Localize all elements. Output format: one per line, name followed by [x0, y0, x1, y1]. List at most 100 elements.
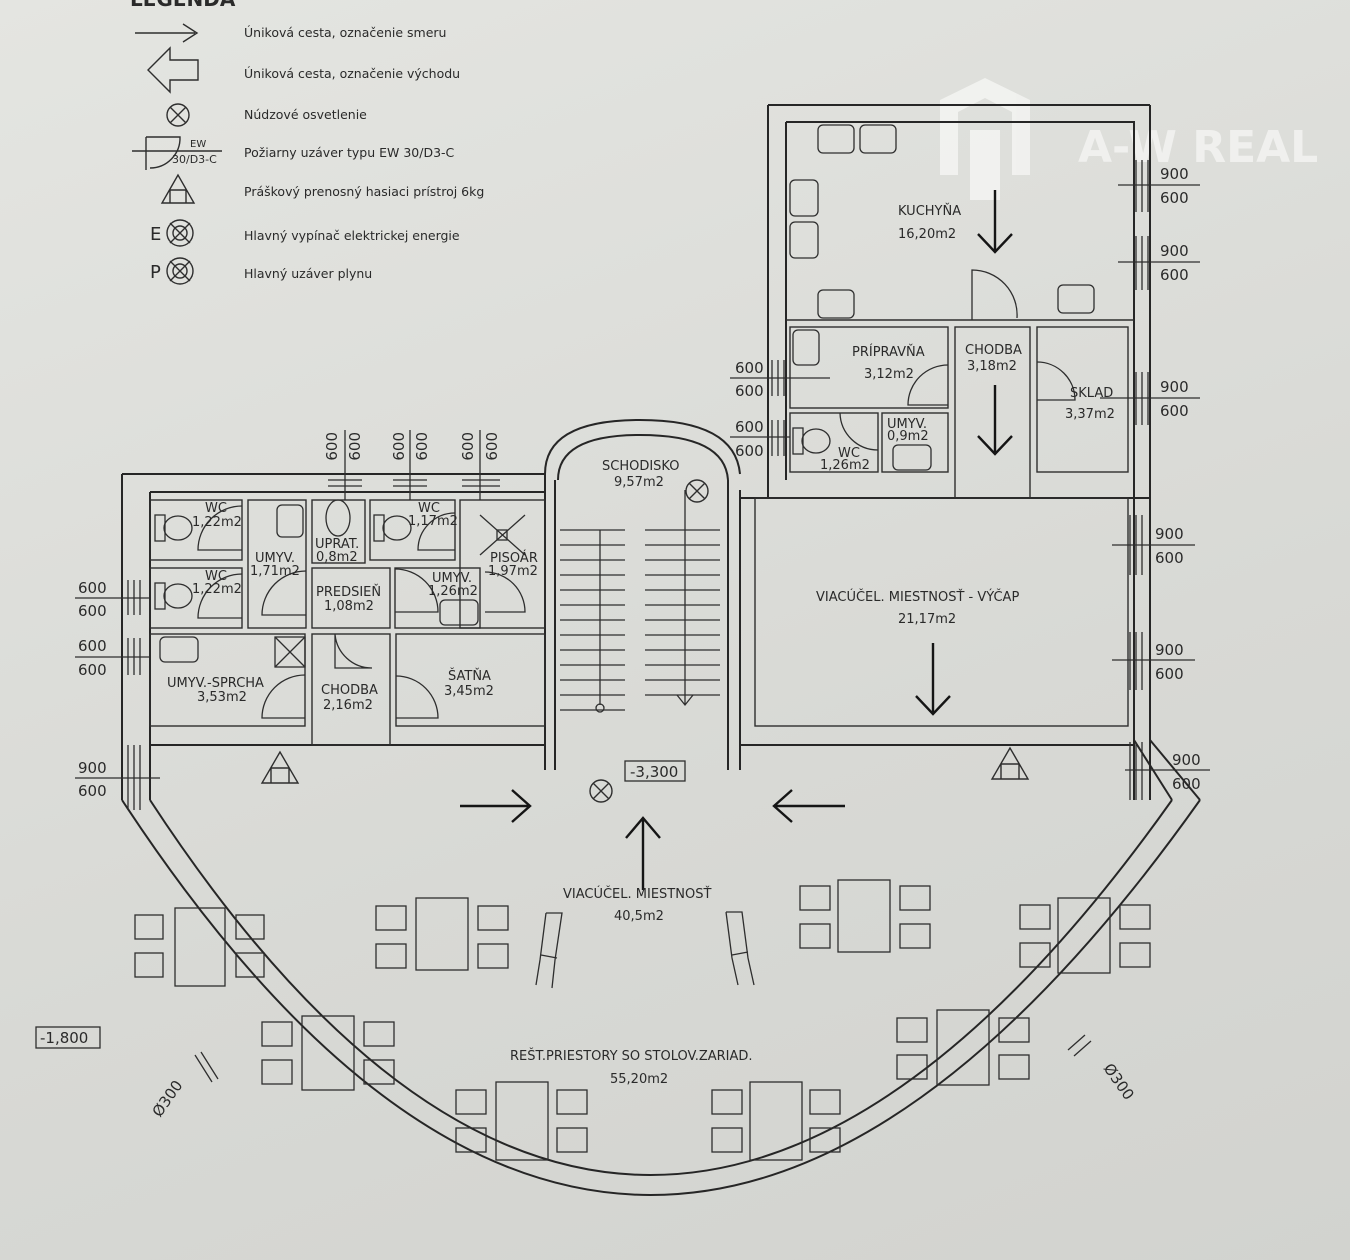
level-marker-floor: -3,300: [624, 760, 686, 782]
room-name: VIACÚČEL. MIESTNOSŤ - VÝČAP: [816, 589, 1019, 605]
dimension-label: 900: [1155, 641, 1184, 659]
mop-sink-icon: [325, 499, 351, 537]
room-area: 3,45m2: [444, 684, 494, 699]
legend-title: LEGENDA: [130, 0, 236, 11]
dimension-label: Ø300: [1100, 1060, 1138, 1103]
legend-item: Požiarny uzáver typu EW 30/D3-C: [244, 145, 455, 160]
dimension-label: 600: [735, 442, 764, 460]
room-name: WC: [838, 446, 860, 461]
room-area: 0,9m2: [887, 429, 929, 444]
room-walls: [149, 319, 1134, 746]
dimension-label: 600: [346, 432, 364, 461]
dimension-label: -3,300: [630, 763, 678, 781]
room-area: 1,26m2: [820, 458, 870, 473]
dimension-label: E: [150, 224, 161, 245]
dimension-label: 600: [1155, 665, 1184, 683]
room-area: 16,20m2: [898, 227, 956, 242]
room-area: 3,18m2: [967, 359, 1017, 374]
legend-item: Úniková cesta, označenie smeru: [244, 25, 446, 40]
dimension-label: 600: [390, 432, 408, 461]
room-name: WC: [205, 501, 227, 516]
dimension-label: 600: [78, 782, 107, 800]
dimension-label: 900: [1155, 525, 1184, 543]
legend-item: Hlavný uzáver plynu: [244, 266, 372, 281]
dimension-label: 900: [1160, 378, 1189, 396]
room-area: 1,71m2: [250, 564, 300, 579]
room-name: SKLAD: [1070, 386, 1113, 401]
legend-item: Núdzové osvetlenie: [244, 107, 367, 122]
room-area: 3,12m2: [864, 367, 914, 382]
fire-door-icon: EW 30/D3-C: [132, 136, 222, 170]
room-area: 9,57m2: [614, 475, 664, 490]
toilet-icon: [154, 514, 193, 542]
legend-item: Hlavný vypínač elektrickej energie: [244, 228, 460, 243]
room-area: 1,22m2: [192, 582, 242, 597]
room-name: PRÍPRAVŇA: [852, 344, 925, 360]
legend-item: Práškový prenosný hasiaci prístroj 6kg: [244, 184, 484, 199]
level-marker-outside: -1,800: [35, 1026, 101, 1049]
sink-icon: [817, 124, 897, 154]
fire-extinguisher-icon: [260, 750, 300, 784]
column-diameter-right: Ø300: [1067, 1034, 1138, 1103]
dimension-label: 600: [78, 637, 107, 655]
dimension-label: -1,800: [40, 1029, 88, 1047]
room-area: 2,16m2: [323, 698, 373, 713]
dimension-label: 600: [78, 661, 107, 679]
dimension-label: 600: [459, 432, 477, 461]
room-name: PISOÁR: [490, 550, 538, 566]
doors: [197, 269, 1076, 719]
room-name: UMYV.: [887, 417, 927, 432]
room-area: 0,8m2: [316, 550, 358, 565]
room-name: WC: [418, 501, 440, 516]
room-name: UPRAT.: [315, 537, 359, 552]
furniture: [134, 879, 1151, 1161]
room-area: 40,5m2: [614, 909, 664, 924]
sink-icon: [276, 504, 304, 538]
room-name: UMYV.: [255, 551, 295, 566]
fixtures: [154, 124, 1095, 668]
dimension-label: 600: [1155, 549, 1184, 567]
dimension-label: 600: [735, 418, 764, 436]
dimension-label: 900: [1160, 165, 1189, 183]
dimension-label: 600: [78, 602, 107, 620]
dimension-label: 600: [78, 579, 107, 597]
room-name: CHODBA: [965, 343, 1022, 358]
dimension-label: Ø300: [149, 1077, 187, 1120]
urinal-icon: [479, 514, 526, 556]
room-name: PREDSIEŇ: [316, 584, 381, 600]
column-diameter-left: Ø300: [149, 1051, 219, 1120]
emergency-light-icon: [166, 103, 190, 127]
legend: LEGENDA Úniková cesta, označenie smeru Ú…: [130, 0, 484, 285]
dimension-label: 600: [1160, 189, 1189, 207]
room-area: 21,17m2: [898, 612, 956, 627]
dimension-label: 600: [735, 382, 764, 400]
emergency-light-icon: [589, 779, 613, 803]
room-area: 55,20m2: [610, 1072, 668, 1087]
exit-arrow-icon: [147, 46, 199, 94]
sink-icon: [892, 444, 932, 471]
sink-icon: [792, 329, 820, 366]
dimension-label: A-W REAL: [1078, 122, 1318, 173]
room-area: 3,53m2: [197, 690, 247, 705]
room-area: 1,97m2: [488, 564, 538, 579]
room-name: ŠATŇA: [448, 668, 491, 684]
room-area: 1,26m2: [428, 584, 478, 599]
room-name: UMYV.: [432, 571, 472, 586]
sink-icon: [439, 599, 479, 626]
toilet-icon: [792, 427, 831, 455]
room-name: UMYV.-SPRCHA: [167, 676, 264, 691]
room-name: SCHODISKO: [602, 459, 679, 474]
dimension-label: P: [150, 262, 161, 283]
sink-icon: [159, 636, 199, 663]
room-name: REŠT.PRIESTORY SO STOLOV.ZARIAD.: [510, 1048, 753, 1064]
room-name: WC: [205, 569, 227, 584]
